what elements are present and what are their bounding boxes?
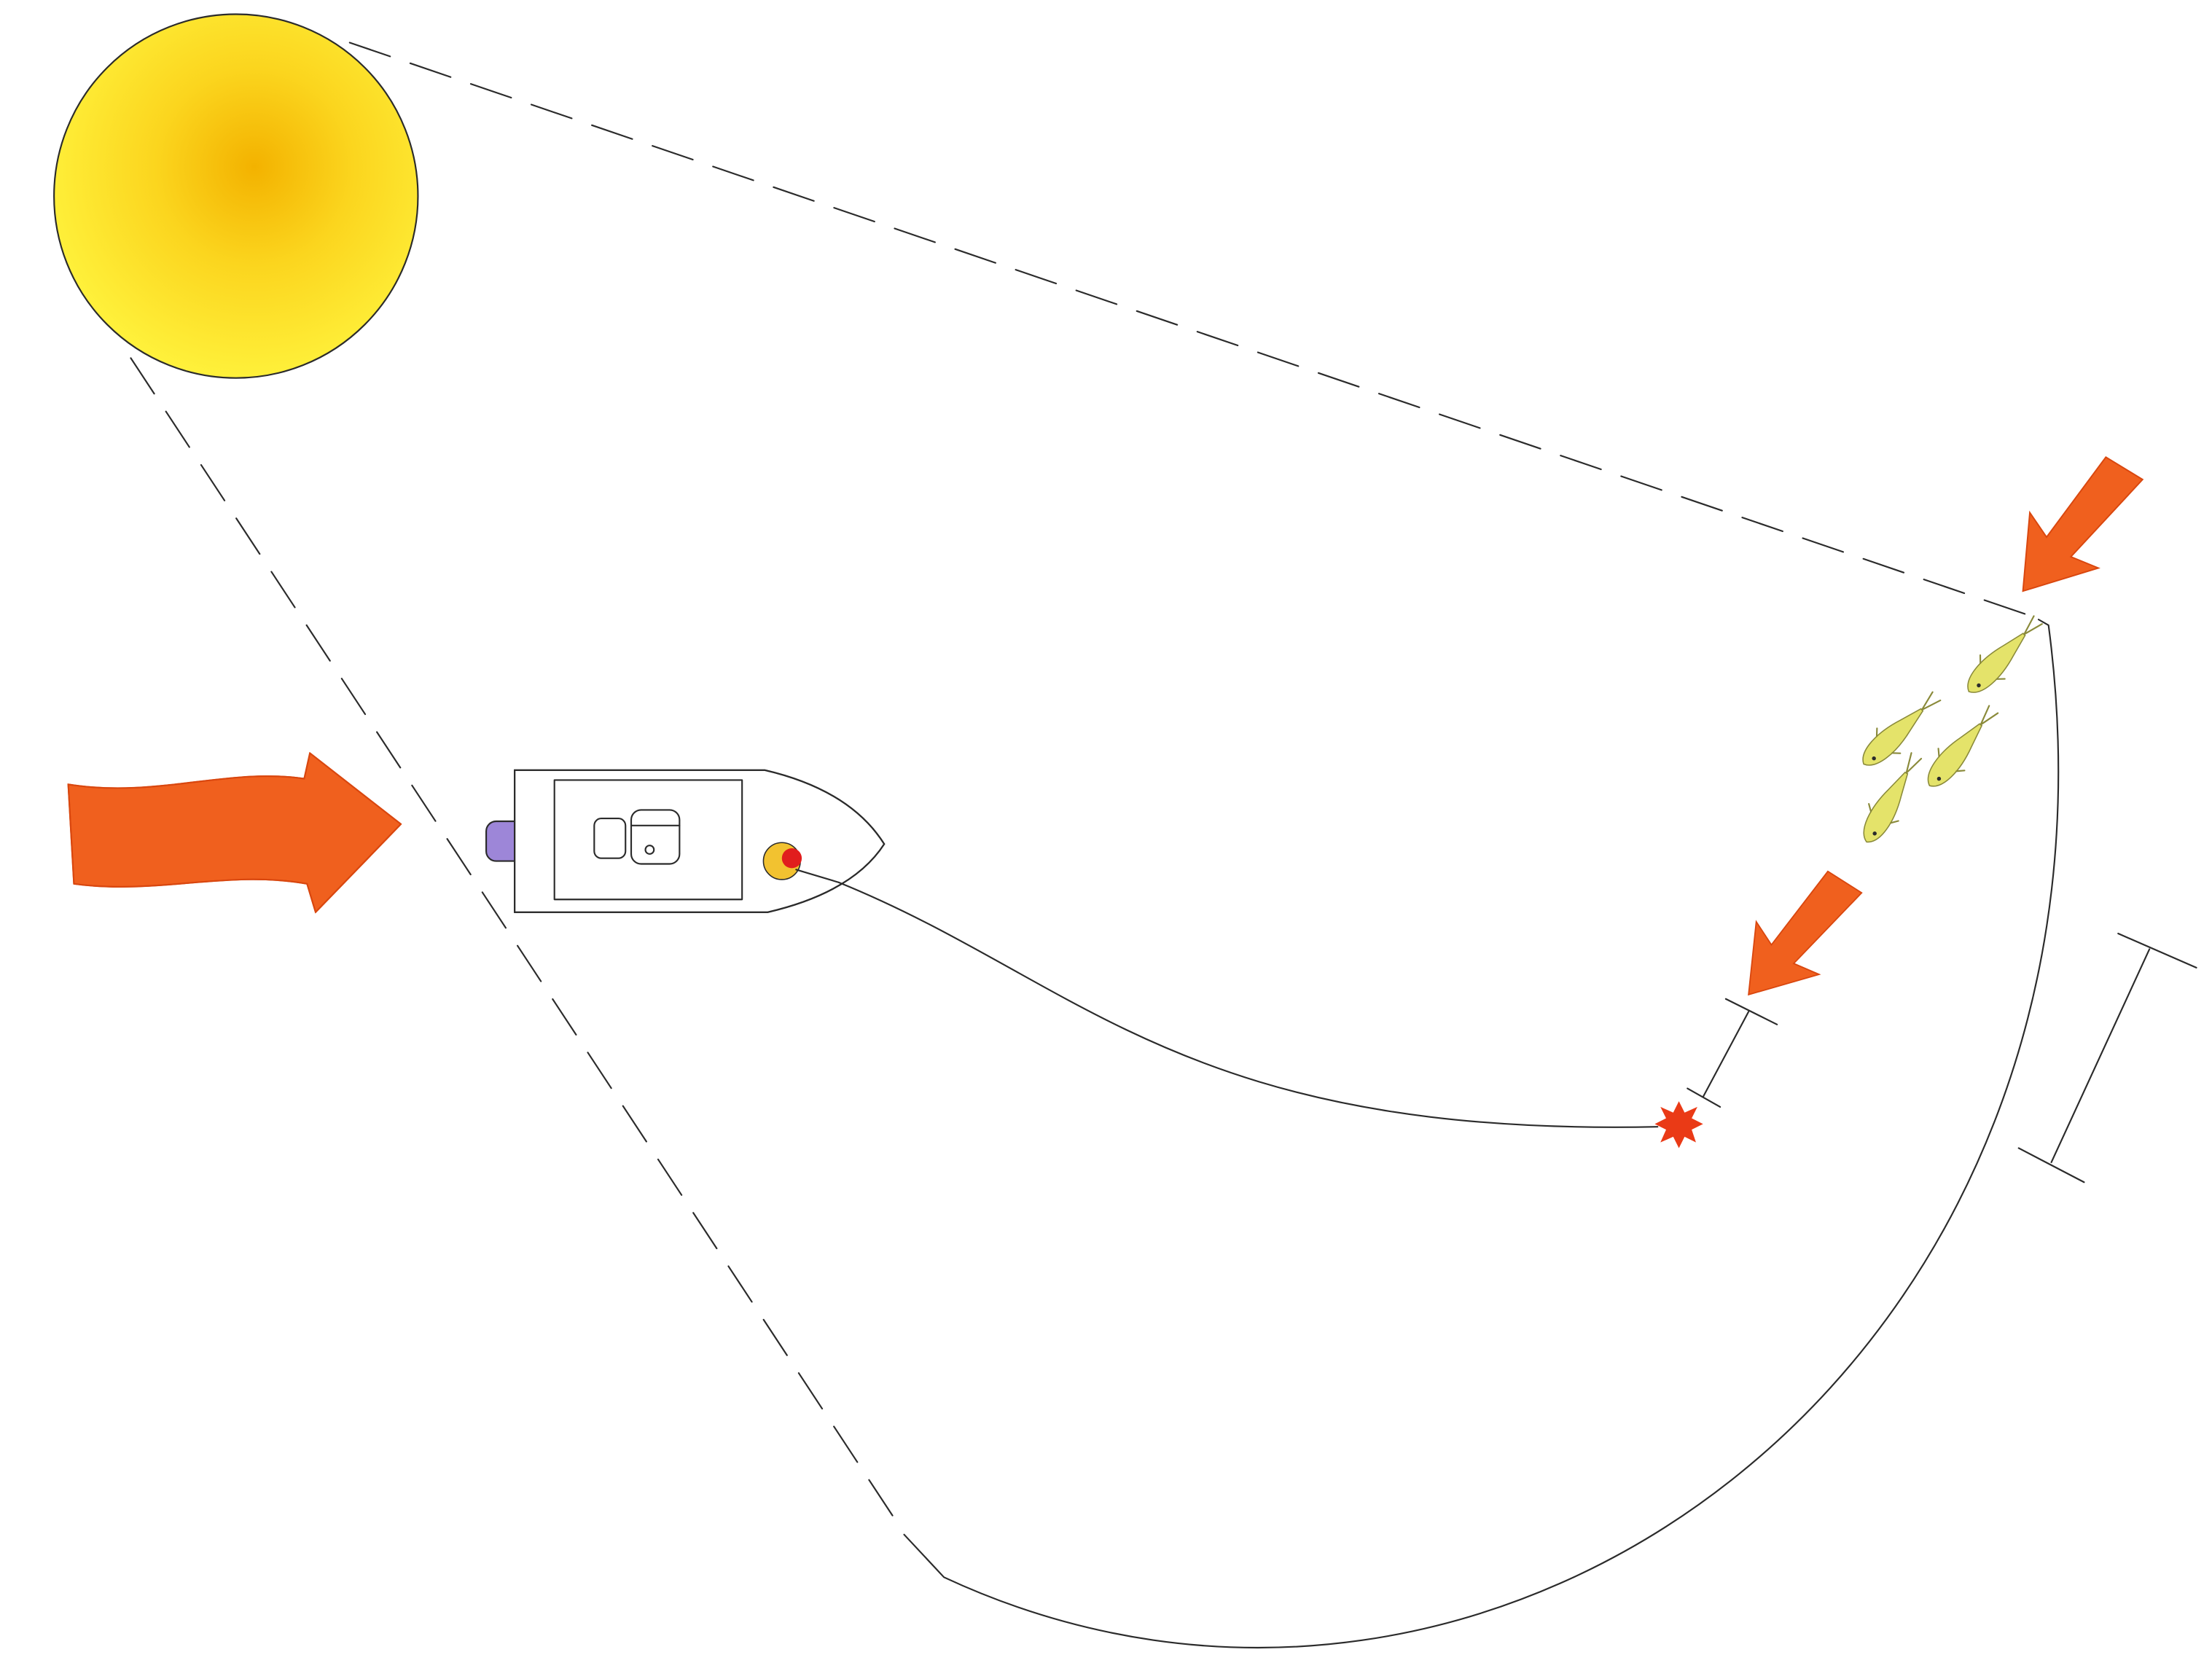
fish-icon — [1862, 691, 1942, 766]
boat-deck — [553, 779, 743, 901]
fish-icon — [1863, 752, 1923, 843]
boat-seat — [593, 818, 627, 859]
boat-icon — [485, 769, 886, 913]
fish-icon — [1927, 705, 1999, 787]
boat-hull-outline — [514, 769, 886, 913]
dashed-line-left — [130, 357, 902, 1530]
bobber-icon — [1654, 1101, 1703, 1148]
leader-measure — [1687, 998, 1778, 1108]
wind-arrow-outline — [67, 752, 402, 913]
range-measure — [2017, 932, 2197, 1183]
angler-head — [781, 848, 802, 869]
angler — [762, 842, 840, 883]
current-arrow-icon — [1748, 870, 1863, 996]
fishing-rod — [795, 869, 840, 883]
dashed-line-top — [348, 42, 2043, 621]
boat-console — [630, 809, 681, 865]
fish-icon — [1967, 615, 2043, 693]
current-arrow-icon — [2022, 455, 2144, 592]
fishing-line — [837, 881, 1659, 1128]
sun-icon — [53, 13, 419, 379]
steering-wheel — [644, 845, 655, 855]
boundary-arc — [903, 619, 2060, 1648]
